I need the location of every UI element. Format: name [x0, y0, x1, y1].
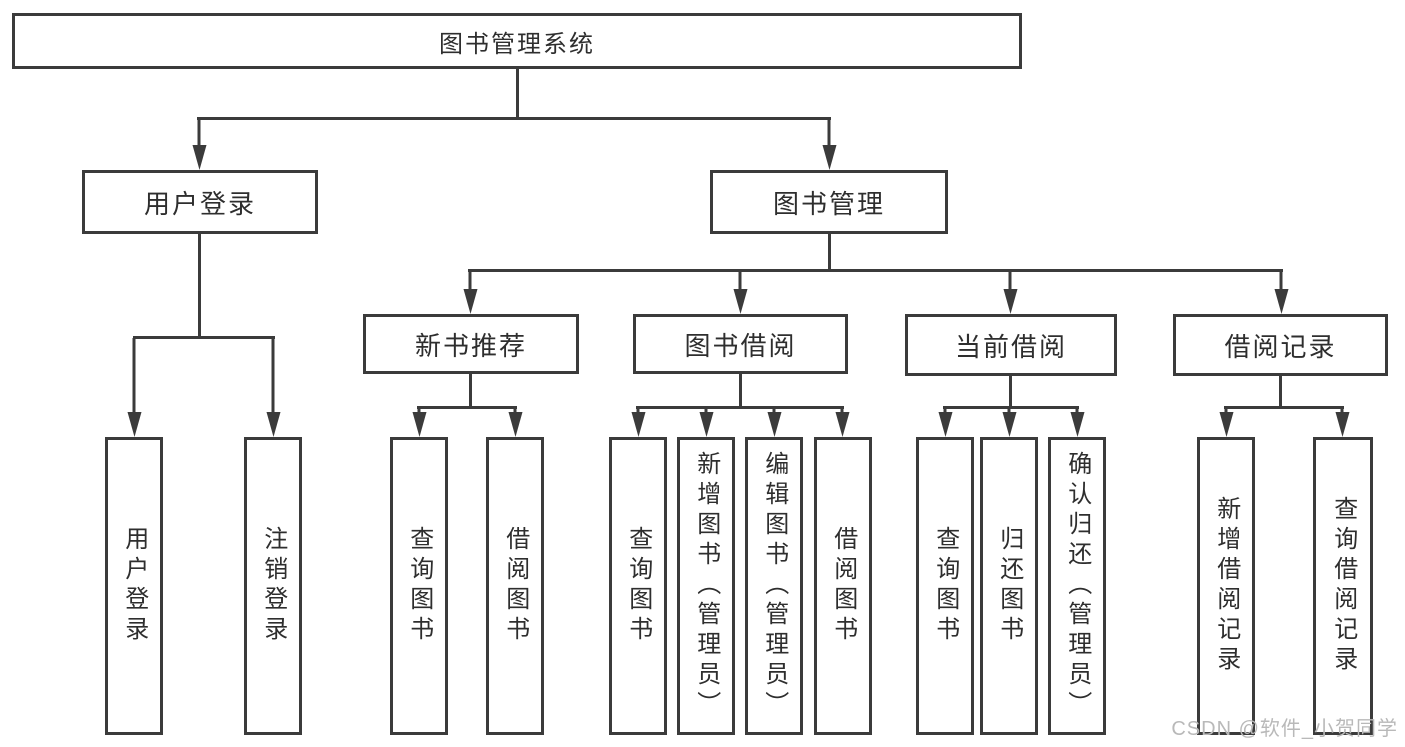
arrow-borrow-records [1279, 271, 1283, 289]
node-add-borrow-record: 新增借阅记录 [1197, 437, 1255, 735]
node-logout-leaf: 注销登录 [244, 437, 302, 735]
node-label: 归还图书 [995, 526, 1023, 646]
edge-root-stem [516, 68, 519, 118]
node-add-books-admin: 新增图书（管理员） [677, 437, 735, 735]
arrow-add-borrow-record [1224, 408, 1228, 412]
node-label: 新增借阅记录 [1212, 496, 1240, 676]
arrow-user-login-leaf [132, 338, 136, 412]
node-label: 图书管理系统 [439, 30, 595, 58]
node-label: 借阅图书 [829, 526, 857, 646]
edge-user-login-stem [198, 234, 201, 338]
node-label: 注销登录 [259, 526, 287, 646]
arrow-borrow-books-recommend [513, 408, 517, 412]
arrow-borrow-books-leaf [840, 408, 844, 412]
edge-current-borrow-stem [1009, 376, 1012, 408]
edge-book-management-stem [828, 234, 831, 271]
node-label: 确认归还（管理员） [1063, 451, 1091, 721]
edge-borrow-records-rail [1224, 406, 1344, 409]
node-borrow-records: 借阅记录 [1173, 314, 1388, 376]
node-label: 新书推荐 [414, 330, 527, 361]
node-user-login-leaf: 用户登录 [105, 437, 163, 735]
node-label: 借阅图书 [501, 526, 529, 646]
edge-new-book-rail [417, 406, 517, 409]
arrow-book-management [827, 119, 831, 145]
node-label: 查询图书 [931, 526, 959, 646]
arrow-query-borrow-record [1340, 408, 1344, 412]
arrow-book-borrow [738, 271, 742, 289]
node-label: 查询图书 [405, 526, 433, 646]
node-label: 查询借阅记录 [1329, 496, 1357, 676]
edge-book-borrow-rail [636, 406, 844, 409]
arrow-return-books [1007, 408, 1011, 412]
node-current-borrow: 当前借阅 [905, 314, 1117, 376]
node-query-books-current: 查询图书 [916, 437, 974, 735]
arrow-query-books-current [943, 408, 947, 412]
arrow-logout-leaf [271, 338, 275, 412]
node-user-login: 用户登录 [82, 170, 318, 234]
node-label: 当前借阅 [954, 331, 1067, 362]
arrow-confirm-return-admin [1075, 408, 1079, 412]
edge-current-borrow-rail [943, 406, 1079, 409]
node-book-borrow: 图书借阅 [633, 314, 848, 374]
node-return-books: 归还图书 [980, 437, 1038, 735]
node-label: 用户登录 [143, 188, 256, 219]
node-new-book-recommend: 新书推荐 [363, 314, 579, 374]
node-confirm-return-admin: 确认归还（管理员） [1048, 437, 1106, 735]
node-label: 图书借阅 [684, 330, 797, 361]
node-root: 图书管理系统 [12, 13, 1022, 69]
node-query-books-borrow: 查询图书 [609, 437, 667, 735]
arrow-query-books-borrow [636, 408, 640, 412]
node-borrow-books-recommend: 借阅图书 [486, 437, 544, 735]
node-label: 图书管理 [772, 188, 885, 219]
node-label: 查询图书 [624, 526, 652, 646]
edge-book-borrow-stem [739, 374, 742, 408]
arrow-edit-books-admin [772, 408, 776, 412]
node-edit-books-admin: 编辑图书（管理员） [745, 437, 803, 735]
watermark: CSDN @软件_小贺同学 [1171, 718, 1398, 740]
node-book-management: 图书管理 [710, 170, 948, 234]
node-label: 借阅记录 [1224, 331, 1337, 362]
node-label: 新增图书（管理员） [692, 451, 720, 721]
node-label: 编辑图书（管理员） [760, 451, 788, 721]
edge-book-management-rail [468, 269, 1283, 272]
arrow-add-books-admin [704, 408, 708, 412]
node-label: 用户登录 [120, 526, 148, 646]
node-borrow-books-leaf: 借阅图书 [814, 437, 872, 735]
edge-root-rail [197, 117, 831, 120]
arrow-current-borrow [1008, 271, 1012, 289]
node-query-borrow-record: 查询借阅记录 [1313, 437, 1373, 735]
arrow-new-book-recommend [468, 271, 472, 289]
node-query-books-recommend: 查询图书 [390, 437, 448, 735]
edge-new-book-stem [469, 374, 472, 408]
arrow-query-books-recommend [417, 408, 421, 412]
edge-user-login-rail [133, 336, 275, 339]
edge-borrow-records-stem [1279, 376, 1282, 408]
arrow-user-login [197, 119, 201, 145]
